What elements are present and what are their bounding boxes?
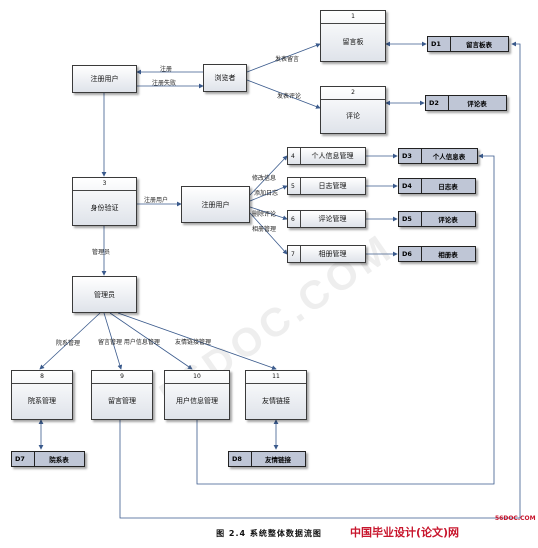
flow-label-dept-manage: 院系管理 <box>56 340 81 347</box>
store-label: 评论表 <box>467 100 487 108</box>
flow-message-mgmt <box>103 312 123 370</box>
process-number: 8 <box>40 373 44 380</box>
flow-label-album-manage: 相册管理 <box>252 226 277 233</box>
brand-site: 56DOC.COM <box>495 515 536 522</box>
process-label: 友情链接 <box>262 397 290 405</box>
entity-registered-user-mid: 注册用户 <box>181 186 250 223</box>
store-label: 友情链接 <box>265 456 291 464</box>
store-d7-dept-table: D7 院系表 <box>11 451 85 467</box>
flow-label-post-comment: 发表评论 <box>277 93 302 100</box>
store-id: D1 <box>431 40 441 48</box>
process-label: 身份验证 <box>90 203 119 212</box>
process-album-manage: 7 相册管理 <box>287 245 366 263</box>
process-identity-verify: 3 身份验证 <box>72 177 137 226</box>
store-id: D5 <box>402 215 412 223</box>
store-label: 相册表 <box>438 251 458 259</box>
process-label: 评论管理 <box>318 215 347 223</box>
flow-post-message <box>246 43 321 73</box>
process-user-info-manage: 10 用户信息管理 <box>164 370 230 420</box>
store-d4-log-table: D4 日志表 <box>398 178 476 194</box>
store-label: 院系表 <box>49 456 69 464</box>
store-id: D7 <box>15 455 25 463</box>
process-message-manage: 9 留言管理 <box>91 370 153 420</box>
entity-visitor: 浏览者 <box>203 64 247 92</box>
entity-admin: 管理员 <box>72 276 137 313</box>
process-dept-manage: 8 院系管理 <box>11 370 73 420</box>
process-number: 9 <box>120 373 124 380</box>
entity-label: 注册用户 <box>201 200 230 209</box>
flow-label-reg-user: 注册用户 <box>144 197 169 204</box>
store-d5-comment-table: D5 评论表 <box>398 211 476 227</box>
flow-dept <box>39 312 101 370</box>
process-label: 用户信息管理 <box>176 397 218 405</box>
store-id: D8 <box>232 455 242 463</box>
store-d8-friend-link: D8 友情链接 <box>228 451 306 467</box>
process-number: 7 <box>291 250 295 258</box>
process-number: 2 <box>351 89 355 96</box>
store-d2-comment-table: D2 评论表 <box>425 95 507 111</box>
process-label: 院系管理 <box>28 397 56 405</box>
flow-label-admin: 管理员 <box>92 249 111 256</box>
store-label: 日志表 <box>438 183 458 191</box>
process-number: 6 <box>291 215 295 223</box>
process-comment: 2 评论 <box>320 86 386 134</box>
flow-label-register-fail: 注册失败 <box>152 80 177 87</box>
entity-label: 管理员 <box>94 290 115 299</box>
process-label: 留言管理 <box>108 397 136 405</box>
entity-registered-user-top: 注册用户 <box>72 65 137 93</box>
flow-user-mgmt <box>109 312 193 370</box>
store-label: 评论表 <box>438 216 458 224</box>
process-label: 日志管理 <box>318 182 347 190</box>
process-label: 相册管理 <box>318 250 347 258</box>
process-number: 11 <box>272 373 280 380</box>
flow-userinfo-to-d3 <box>196 153 495 485</box>
store-d3-personal-info-table: D3 个人信息表 <box>398 148 478 164</box>
flow-label-add-log: 添加日志 <box>254 190 279 197</box>
process-label: 个人信息管理 <box>311 152 354 160</box>
figure-caption: 图 2.4 系统整体数据流图 <box>216 529 322 538</box>
flow-label-post-message: 发表留言 <box>275 56 300 63</box>
store-d6-album-table: D6 相册表 <box>398 246 476 262</box>
flow-post-comment <box>246 79 321 109</box>
entity-label: 注册用户 <box>90 75 119 83</box>
process-message-board: 1 留言板 <box>320 10 386 62</box>
process-number: 10 <box>193 373 201 380</box>
flow-link-mgmt <box>117 312 277 370</box>
process-number: 3 <box>102 180 107 187</box>
flow-label-delete-comment: 删除评论 <box>252 211 277 218</box>
store-id: D6 <box>402 250 412 258</box>
flow-label-modify-info: 修改信息 <box>252 175 277 182</box>
process-comment-manage: 6 评论管理 <box>287 210 366 228</box>
store-label: 个人信息表 <box>432 153 466 161</box>
store-d1-message-table: D1 留言板表 <box>427 36 509 52</box>
store-label: 留言板表 <box>466 41 492 49</box>
process-label: 留言板 <box>342 38 364 46</box>
flow-label-msg-user-manage: 留言管理 用户信息管理 <box>98 339 160 346</box>
process-log-manage: 5 日志管理 <box>287 177 366 195</box>
process-number: 1 <box>351 13 355 20</box>
store-id: D3 <box>402 152 412 160</box>
process-friend-link: 11 友情链接 <box>245 370 307 420</box>
flow-label-link-manage: 友情链接管理 <box>175 339 212 346</box>
process-number: 4 <box>291 152 295 160</box>
flow-message-to-d1 <box>119 41 521 519</box>
process-number: 5 <box>291 182 295 190</box>
flow-label-register: 注册 <box>160 66 173 73</box>
entity-label: 浏览者 <box>214 74 236 82</box>
brand-logo-text: 中国毕业设计(论文)网 <box>350 526 460 539</box>
process-label: 评论 <box>346 112 360 120</box>
store-id: D2 <box>429 99 439 107</box>
process-personal-info-manage: 4 个人信息管理 <box>287 147 366 165</box>
store-id: D4 <box>402 182 412 190</box>
